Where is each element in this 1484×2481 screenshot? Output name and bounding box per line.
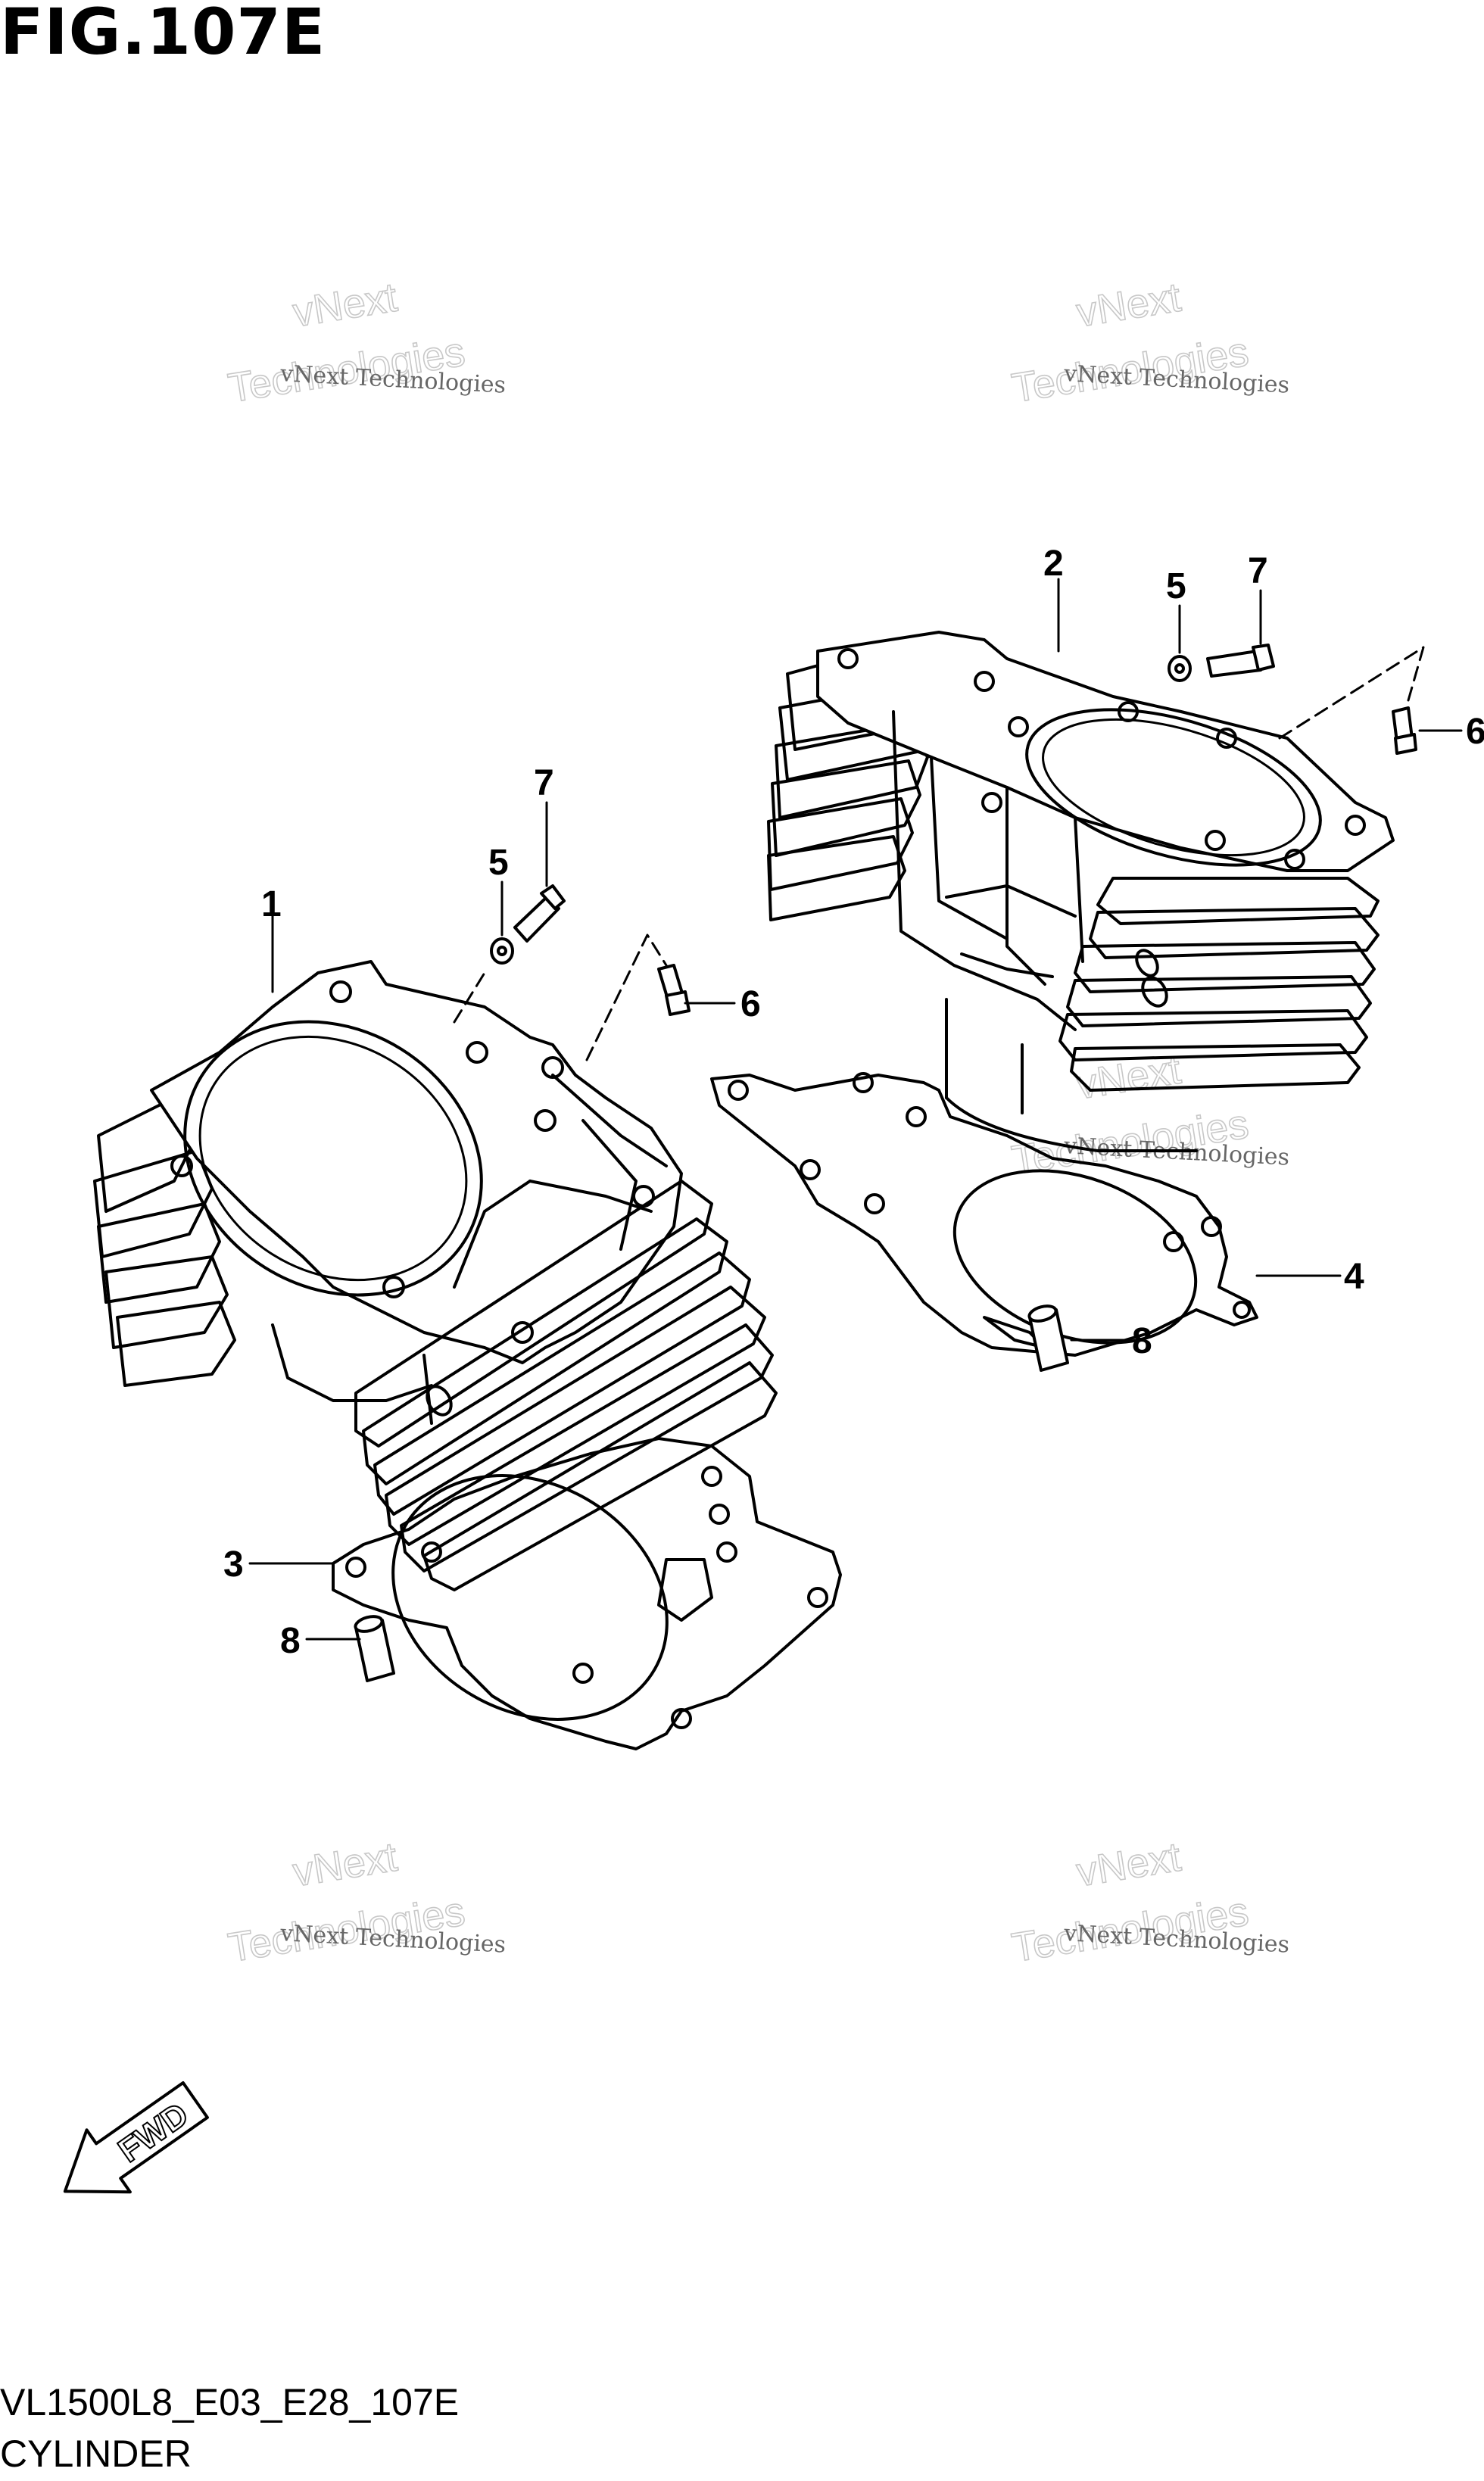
callout-8-right: 8 [1132,1321,1152,1361]
washer-5-right [1168,655,1192,682]
rear-cylinder-part-2 [767,631,1395,1152]
callout-6-left: 6 [740,984,761,1024]
figure-code: VL1500L8_E03_E28_107E [0,2381,460,2423]
callout-5-right: 5 [1166,566,1186,606]
dowel-pin-8-left [354,1615,395,1682]
stud-bolt-6-left [657,964,691,1016]
union-bolt-7-right [1206,644,1275,678]
callout-6-right: 6 [1466,712,1484,752]
callout-5-left: 5 [488,843,509,883]
watermark-big-top: vNext [1074,1834,1184,1896]
union-bolt-7-left [513,884,566,943]
watermark-big-top: vNext [290,275,401,336]
leader-lines [248,578,1463,1641]
front-cylinder-part-1 [93,960,778,1591]
front-cylinder-bore [183,1020,483,1297]
watermark-top-right: vNext Technologies vNext Technologies [1009,274,1290,412]
front-cylinder-gasket-part-3 [332,1437,842,1750]
callout-2: 2 [1043,544,1064,584]
watermark-big-top: vNext [1074,275,1184,336]
front-cylinder-right-fins [354,1180,778,1591]
watermark-top-left: vNext Technologies vNext Technologies [225,274,507,412]
callout-3: 3 [223,1544,244,1585]
rear-cylinder-bore [1025,708,1322,867]
callout-4: 4 [1344,1257,1364,1297]
stud-bolt-6-right [1392,706,1417,755]
callout-7-left: 7 [534,763,554,803]
watermark-bottom-left: vNext Technologies vNext Technologies [225,1834,507,1971]
figure-name: CYLINDER [0,2433,192,2475]
callout-7-right: 7 [1248,551,1268,591]
watermark-big-top: vNext [290,1834,401,1896]
figure-title: FIG.107E [0,0,326,69]
watermark-bottom-right: vNext Technologies vNext Technologies [1009,1834,1290,1971]
callout-labels: 1 2 3 4 5 5 6 6 7 7 8 8 [223,544,1484,1661]
front-cylinder-deck [150,960,683,1364]
washer-5-left [490,937,514,965]
callout-1: 1 [261,884,282,924]
fwd-arrow: FWD [63,2081,209,2194]
dowel-pin-8-right [1027,1304,1069,1372]
callout-8-left: 8 [280,1621,301,1661]
rear-cylinder-right-fins [1058,877,1380,1092]
